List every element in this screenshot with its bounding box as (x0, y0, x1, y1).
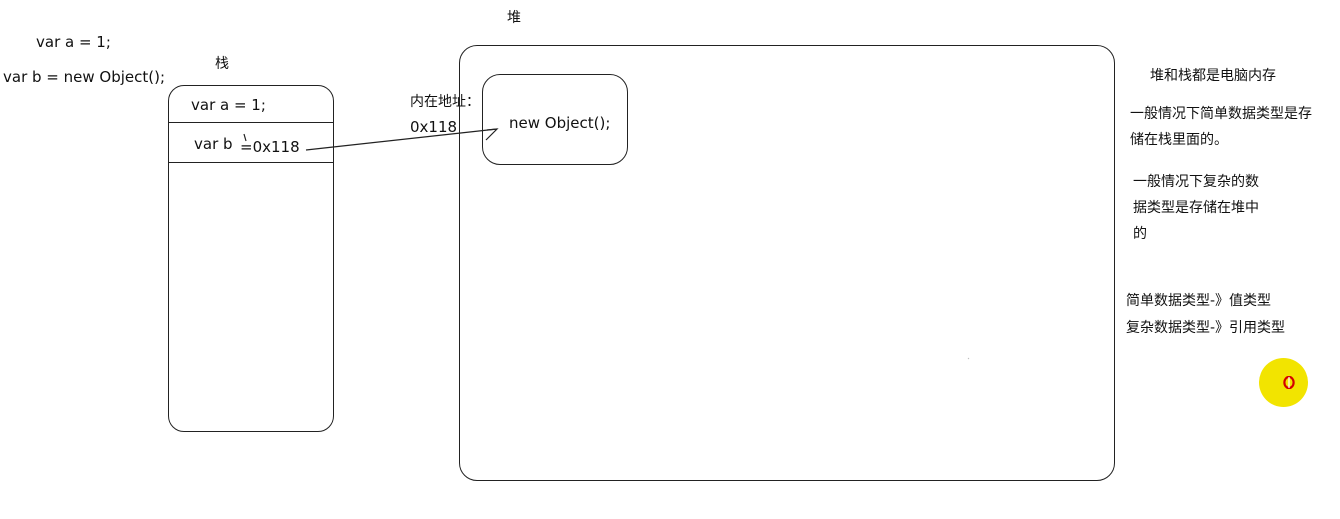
note-complex-line3: 的 (1133, 226, 1147, 242)
stack-divider-1 (168, 122, 334, 123)
note-complex-line1: 一般情况下复杂的数 (1133, 174, 1259, 190)
note-simple-line2: 储在栈里面的。 (1130, 132, 1228, 148)
note-value-type: 简单数据类型-》值类型 (1126, 293, 1272, 309)
stack-cell-b-label: var b (194, 135, 233, 153)
address-label: 内在地址： (410, 94, 480, 110)
stack-cell-b-value: =0x118 (240, 138, 300, 156)
note-reference-type: 复杂数据类型-》引用类型 (1126, 320, 1286, 336)
note-complex-line2: 据类型是存储在堆中 (1133, 200, 1259, 216)
address-value: 0x118 (410, 118, 458, 136)
heap-object-label: new Object(); (509, 114, 611, 132)
stack-divider-2 (168, 162, 334, 163)
note-memory: 堆和栈都是电脑内存 (1150, 68, 1276, 84)
code-line-b: var b = new Object(); (3, 68, 166, 86)
code-line-a: var a = 1; (36, 33, 111, 51)
stack-box (168, 85, 334, 432)
note-simple-line1: 一般情况下简单数据类型是存 (1130, 106, 1312, 122)
stack-cell-a: var a = 1; (191, 96, 266, 114)
stack-title: 栈 (215, 56, 229, 72)
heap-object-box (482, 74, 628, 165)
cursor-icon (1283, 376, 1295, 389)
heap-title: 堆 (507, 10, 521, 26)
heap-box (459, 45, 1115, 481)
